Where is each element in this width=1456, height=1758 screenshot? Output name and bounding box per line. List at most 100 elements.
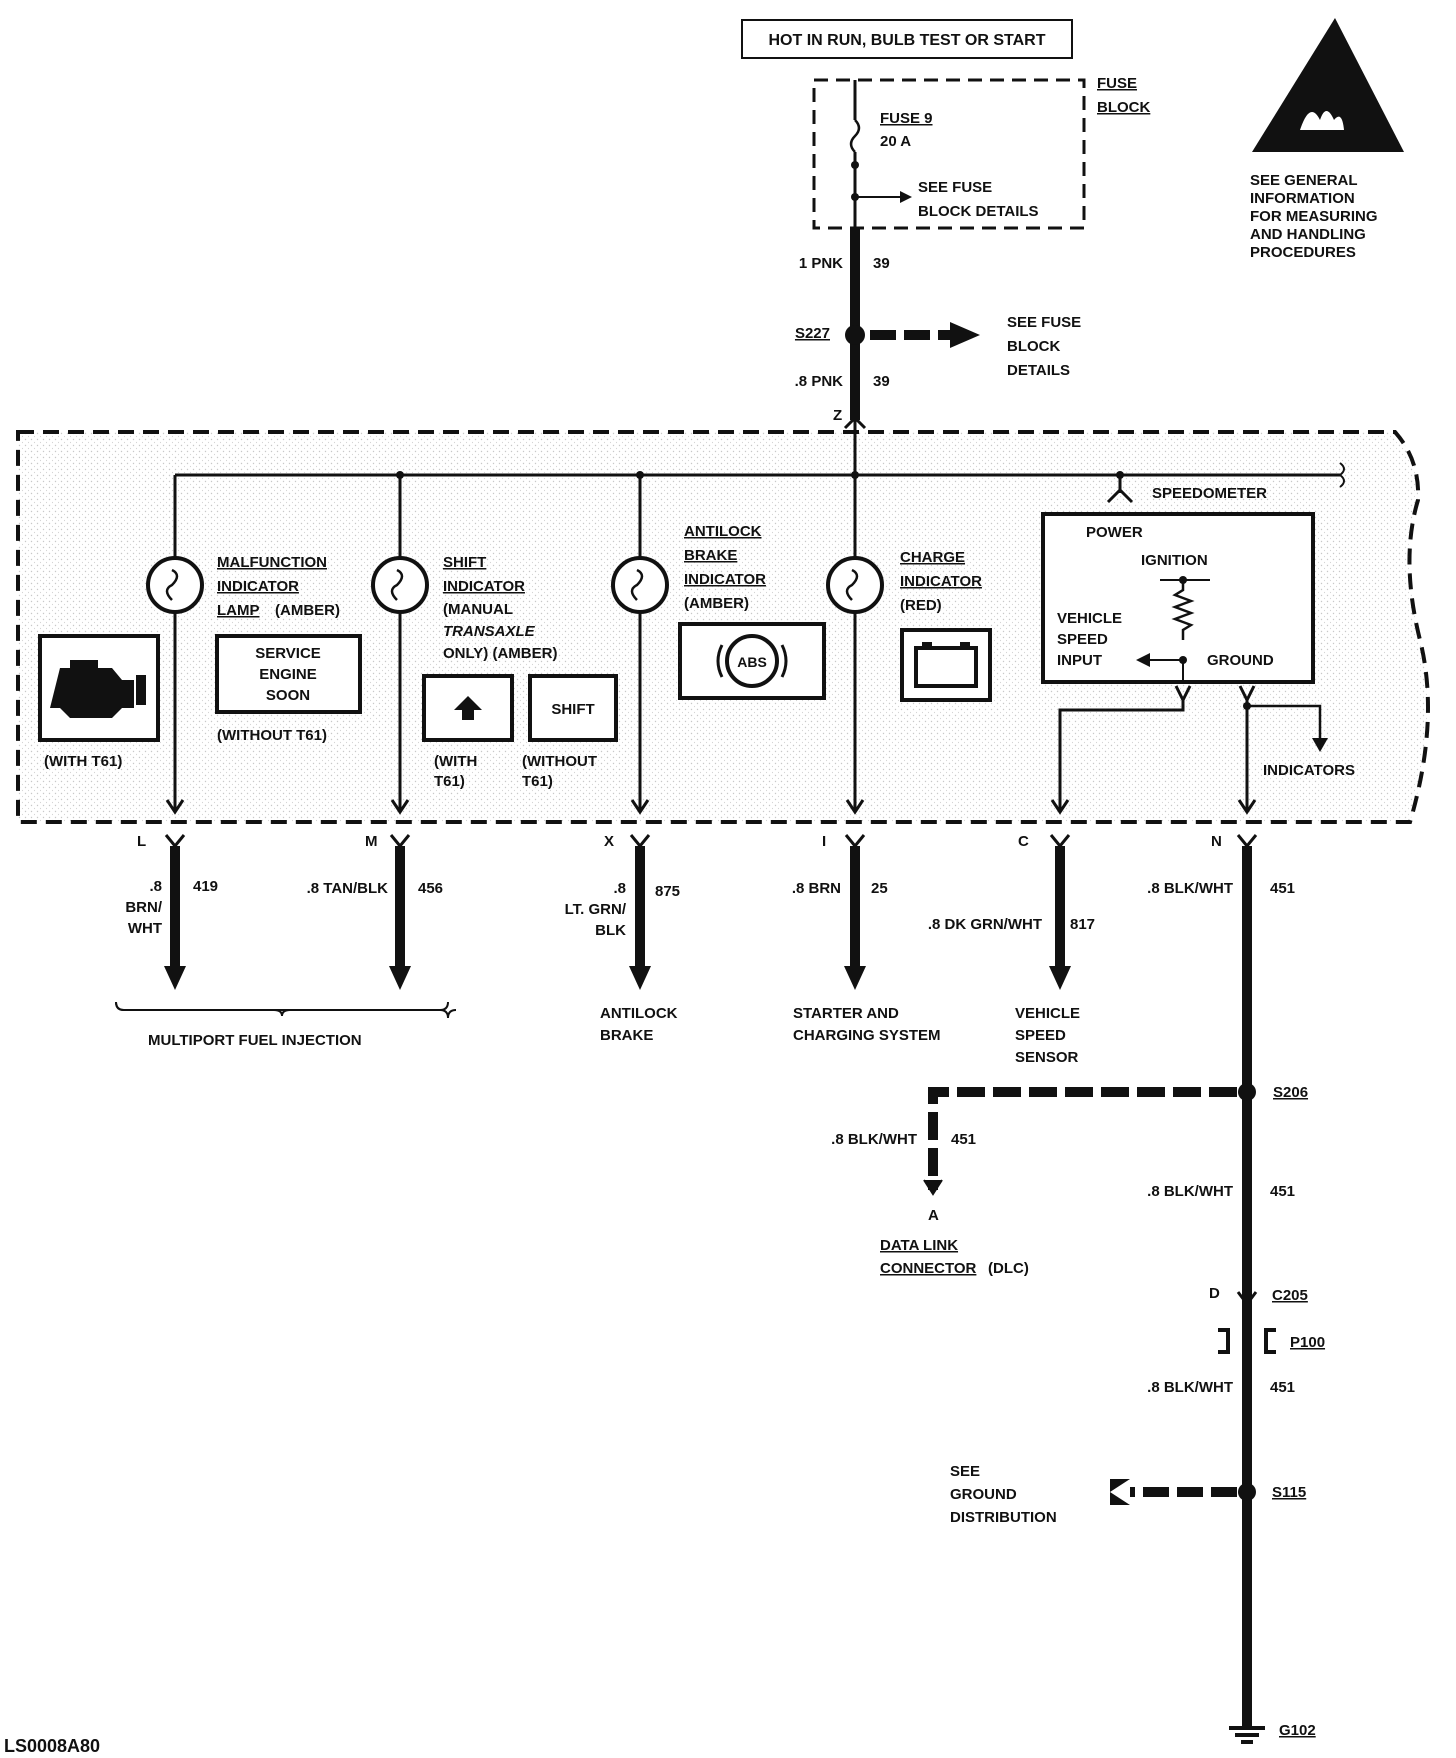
- s227-see-2: BLOCK: [1007, 338, 1060, 355]
- power-source-label: HOT IN RUN, BULB TEST OR START: [768, 32, 1045, 49]
- shift-label-1: SHIFT: [443, 554, 486, 571]
- esd-line-5: PROCEDURES: [1250, 244, 1356, 261]
- p100-label: P100: [1290, 1334, 1325, 1351]
- s227-see-1: SEE FUSE: [1007, 314, 1081, 331]
- terminal-c: C: [1018, 833, 1029, 850]
- mil-label-2: INDICATOR: [217, 578, 299, 595]
- dlc-wire-circuit: 451: [951, 1131, 976, 1148]
- dest-vss-1: VEHICLE: [1015, 1005, 1080, 1022]
- battery-icon: [900, 628, 992, 702]
- esd-warning-triangle-icon: [1252, 18, 1404, 152]
- destinations: MULTIPORT FUEL INJECTION ANTILOCK BRAKE …: [115, 1001, 1080, 1066]
- dlc-suffix: (DLC): [988, 1260, 1029, 1277]
- fuse-block-title-2: BLOCK: [1097, 99, 1150, 116]
- s206-label: S206: [1273, 1084, 1308, 1101]
- x-gauge-1: .8: [613, 880, 626, 897]
- charge-color: (RED): [900, 597, 942, 614]
- mil-label-3: LAMP: [217, 602, 260, 619]
- abs-color: (AMBER): [684, 595, 749, 612]
- c205-label: C205: [1272, 1287, 1308, 1304]
- fuse-name: FUSE 9: [880, 110, 933, 127]
- terminal-i: I: [822, 833, 826, 850]
- mil-without-t61: (WITHOUT T61): [217, 727, 327, 744]
- feed-lower-circuit: 39: [873, 373, 890, 390]
- module-ignition: IGNITION: [1141, 552, 1208, 569]
- dest-abs-1: ANTILOCK: [600, 1005, 678, 1022]
- fuse-rating: 20 A: [880, 133, 911, 150]
- dlc-line-2: CONNECTOR: [880, 1260, 977, 1277]
- n-circuit: 451: [1270, 880, 1295, 897]
- esd-warning: SEE GENERAL INFORMATION FOR MEASURING AN…: [1250, 18, 1404, 261]
- dest-vss-2: SPEED: [1015, 1027, 1066, 1044]
- module-ground: GROUND: [1207, 652, 1274, 669]
- s115-label: S115: [1272, 1484, 1306, 1501]
- speed-module: POWER IGNITION VEHICLE SPEED INPUT GROUN…: [1041, 512, 1315, 684]
- x-gauge-3: BLK: [595, 922, 626, 939]
- indicators-label: INDICATORS: [1263, 762, 1355, 779]
- module-vss-3: INPUT: [1057, 652, 1102, 669]
- fuse-block-title-1: FUSE: [1097, 75, 1137, 92]
- ses-line-2: ENGINE: [259, 666, 317, 683]
- speedometer-label: SPEEDOMETER: [1152, 485, 1267, 502]
- shift-without-1: (WITHOUT: [522, 753, 597, 770]
- feed-circuit: 1 PNK 39 S227 SEE FUSE BLOCK DETAILS .8 …: [795, 228, 1081, 424]
- dlc-terminal: A: [928, 1207, 939, 1224]
- mil-bulb-icon: [146, 556, 204, 614]
- g102-label: G102: [1279, 1722, 1316, 1739]
- s227-see-3: DETAILS: [1007, 362, 1070, 379]
- shift-box-label: SHIFT: [551, 701, 594, 718]
- abs-label-3: INDICATOR: [684, 571, 766, 588]
- ses-line-3: SOON: [266, 687, 310, 704]
- fuse-symbol-icon: [849, 119, 861, 153]
- charge-label-1: CHARGE: [900, 549, 965, 566]
- esd-line-3: FOR MEASURING: [1250, 208, 1378, 225]
- see-ground-3: DISTRIBUTION: [950, 1509, 1057, 1526]
- x-circuit: 875: [655, 883, 680, 900]
- m-gauge: .8 TAN/BLK: [307, 880, 389, 897]
- splice-s227-label: S227: [795, 325, 830, 342]
- i-gauge: .8 BRN: [792, 880, 841, 897]
- dlc-line-1: DATA LINK: [880, 1237, 958, 1254]
- shift-with-2: T61): [434, 773, 465, 790]
- shift-with-1: (WITH: [434, 753, 477, 770]
- ses-line-1: SERVICE: [255, 645, 321, 662]
- dest-abs-2: BRAKE: [600, 1027, 653, 1044]
- c-gauge: .8 DK GRN/WHT: [928, 916, 1042, 933]
- terminal-n: N: [1211, 833, 1222, 850]
- output-wires: L .8 BRN/ WHT 419 M .8 TAN/BLK 456 X .8 …: [125, 833, 1295, 1726]
- esd-line-2: INFORMATION: [1250, 190, 1355, 207]
- dest-charging-2: CHARGING SYSTEM: [793, 1027, 941, 1044]
- abs-symbol-text: ABS: [737, 654, 767, 670]
- shift-without-2: T61): [522, 773, 553, 790]
- terminal-x: X: [604, 833, 614, 850]
- check-engine-icon: [38, 634, 160, 742]
- dlc-wire-gauge: .8 BLK/WHT: [831, 1131, 917, 1148]
- instrument-cluster: SPEEDOMETER MALFUNCTION INDICATOR LAMP (…: [16, 415, 1430, 824]
- charge-bulb-icon: [826, 556, 884, 614]
- shift-arrow-box: [422, 674, 514, 742]
- i-circuit: 25: [871, 880, 888, 897]
- l-circuit: 419: [193, 878, 218, 895]
- ground-path: S206 .8 BLK/WHT 451 A DATA LINK CONNECTO…: [831, 1083, 1325, 1744]
- shift-text-box: SHIFT: [528, 674, 618, 742]
- low-wire-gauge: .8 BLK/WHT: [1147, 1379, 1233, 1396]
- splice-s227: [845, 325, 865, 345]
- shift-label-2: INDICATOR: [443, 578, 525, 595]
- see-ground-2: GROUND: [950, 1486, 1017, 1503]
- abs-bulb-icon: [611, 556, 669, 614]
- mid-wire-circuit: 451: [1270, 1183, 1295, 1200]
- feed-lower-gauge: .8 PNK: [795, 373, 844, 390]
- l-gauge-3: WHT: [128, 920, 162, 937]
- terminal-l: L: [137, 833, 146, 850]
- service-engine-soon-box: SERVICE ENGINE SOON: [215, 634, 362, 714]
- fuse-see-details-2: BLOCK DETAILS: [918, 203, 1039, 220]
- x-gauge-2: LT. GRN/: [565, 901, 627, 918]
- esd-line-4: AND HANDLING: [1250, 226, 1366, 243]
- resistor-icon: [1171, 582, 1195, 640]
- see-ground-1: SEE: [950, 1463, 980, 1480]
- ground-symbol-icon: [1229, 1726, 1265, 1744]
- module-vss-1: VEHICLE: [1057, 610, 1122, 627]
- feed-upper-gauge: 1 PNK: [799, 255, 843, 272]
- abs-label-2: BRAKE: [684, 547, 737, 564]
- up-arrow-icon: [454, 696, 482, 720]
